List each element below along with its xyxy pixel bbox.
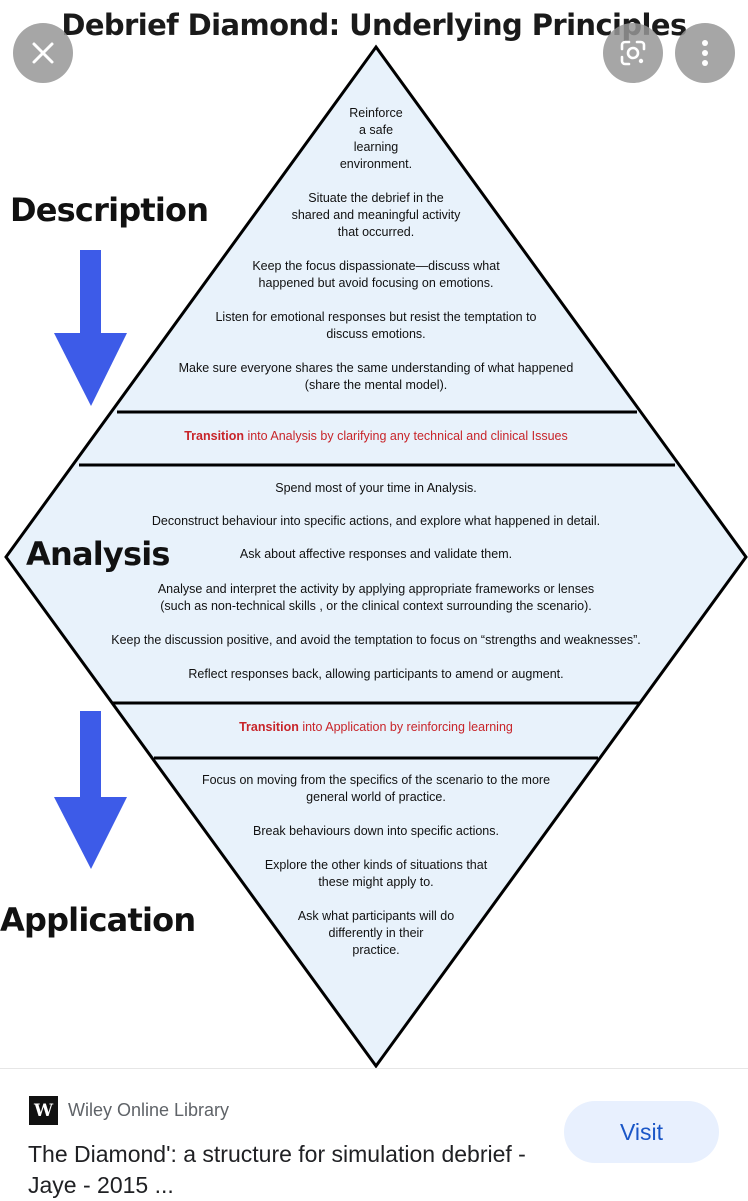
application-item: Ask what participants will do differentl… xyxy=(297,909,455,957)
transition-analysis-text: Transition into Analysis by clarifying a… xyxy=(126,429,626,443)
lens-button[interactable] xyxy=(603,23,663,83)
visit-button[interactable]: Visit xyxy=(564,1101,719,1163)
description-arrow-icon xyxy=(54,250,127,406)
diamond-diagram xyxy=(4,44,748,1068)
description-item: Listen for emotional responses but resis… xyxy=(215,310,537,341)
application-arrow-icon xyxy=(54,711,127,869)
description-item: Keep the focus dispassionate—discuss wha… xyxy=(252,259,500,290)
description-item: Situate the debrief in the shared and me… xyxy=(291,191,461,239)
transition-application-text: Transition into Application by reinforci… xyxy=(126,720,626,734)
close-button[interactable] xyxy=(13,23,73,83)
result-footer: W Wiley Online Library The Diamond': a s… xyxy=(0,1068,748,1201)
transition-keyword: Transition xyxy=(239,720,299,734)
analysis-item: Spend most of your time in Analysis. xyxy=(275,481,477,495)
transition-text: into Application by reinforcing learning xyxy=(298,720,513,734)
more-options-button[interactable] xyxy=(675,23,735,83)
description-item: Reinforce a safe learning environment. xyxy=(339,106,413,171)
close-icon xyxy=(32,42,54,64)
diagram-title: Debrief Diamond: Underlying Principles xyxy=(61,8,687,42)
analysis-label: Analysis xyxy=(26,535,170,573)
result-image: Debrief Diamond: Underlying Principles D… xyxy=(0,8,748,1068)
analysis-item: Keep the discussion positive, and avoid … xyxy=(111,633,641,647)
transition-keyword: Transition xyxy=(184,429,244,443)
analysis-item: Analyse and interpret the activity by ap… xyxy=(157,582,595,613)
google-lens-icon xyxy=(620,40,646,66)
transition-text: into Analysis by clarifying any technica… xyxy=(243,429,568,443)
analysis-item: Deconstruct behaviour into specific acti… xyxy=(151,514,601,528)
description-label: Description xyxy=(10,191,209,229)
more-vertical-icon xyxy=(702,40,708,66)
result-title-link[interactable]: The Diamond': a structure for simulation… xyxy=(28,1141,526,1198)
diamond-shape xyxy=(4,44,748,1068)
application-label: Application xyxy=(0,901,196,939)
analysis-item: Reflect responses back, allowing partici… xyxy=(188,667,564,681)
analysis-item: Ask about affective responses and valida… xyxy=(239,547,513,561)
source-logo: W xyxy=(29,1096,58,1125)
description-item: Make sure everyone shares the same under… xyxy=(178,361,574,392)
application-item: Break behaviours down into specific acti… xyxy=(253,824,499,838)
application-item: Focus on moving from the specifics of th… xyxy=(201,773,551,804)
application-item: Explore the other kinds of situations th… xyxy=(264,858,488,889)
source-name[interactable]: Wiley Online Library xyxy=(68,1100,230,1120)
